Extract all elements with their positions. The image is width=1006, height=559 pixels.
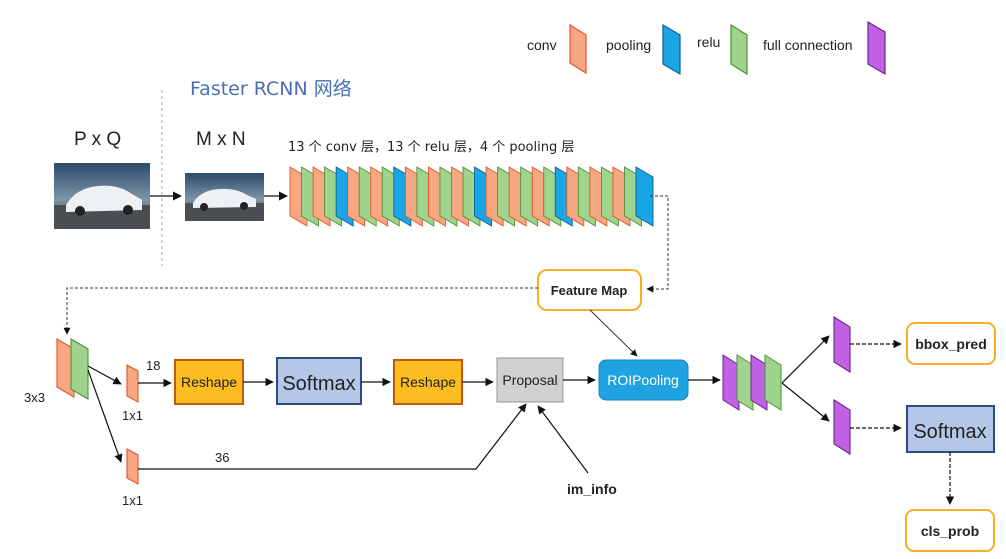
reshape-label-1: Reshape xyxy=(181,374,237,390)
rpn-conv-layer xyxy=(56,338,75,398)
feature-map-box xyxy=(537,269,642,311)
legend: conv pooling relu full connection xyxy=(527,20,886,76)
arrow-featuremap-roipool xyxy=(589,309,638,357)
rpn-conv-size: 3x3 xyxy=(24,390,45,405)
backbone-layers xyxy=(289,166,654,227)
arrow-head-bbox-fc xyxy=(781,335,830,384)
backbone-pooling-layer xyxy=(635,166,654,227)
proposal-box xyxy=(496,357,564,403)
reshape-label-2: Reshape xyxy=(400,374,456,390)
legend-fc-label: full connection xyxy=(763,37,853,53)
resized-size-label: M x N xyxy=(196,129,246,150)
input-size-label: P x Q xyxy=(74,129,121,150)
head-fc-layer xyxy=(750,354,768,411)
reshape-box-2 xyxy=(393,359,463,405)
arrow-backbone-featuremap xyxy=(646,195,669,293)
arrow-iminfo-proposal xyxy=(537,405,589,474)
head-fc-layer xyxy=(722,354,740,411)
rpn-reg-conv xyxy=(126,448,139,485)
cls-fc-layer xyxy=(833,399,851,455)
bbox-pred-box xyxy=(906,322,996,365)
diagram-title: Faster RCNN 网络 xyxy=(190,78,352,100)
feature-map-label: Feature Map xyxy=(551,283,628,298)
bbox-fc-layer xyxy=(833,316,851,373)
legend-pooling-label: pooling xyxy=(606,37,651,53)
rpn-cls-conv xyxy=(126,364,139,403)
cls-prob-label: cls_prob xyxy=(921,523,979,539)
reshape-box-1 xyxy=(174,359,244,405)
legend-conv-swatch xyxy=(569,23,587,75)
legend-relu-swatch xyxy=(730,23,748,76)
rpn-relu-layer xyxy=(70,338,89,400)
softmax-box-rpn xyxy=(276,357,362,405)
arrow-rpn-cls xyxy=(87,365,122,385)
rpn-cls-size: 1x1 xyxy=(122,408,143,423)
proposal-label: Proposal xyxy=(502,372,557,388)
bbox-pred-label: bbox_pred xyxy=(915,336,987,352)
arrow-rpn-reg xyxy=(87,369,123,463)
head-relu-layer xyxy=(764,354,782,411)
cls-prob-box xyxy=(905,509,995,552)
roi-pooling-label: ROIPooling xyxy=(607,372,679,388)
rpn-reg-channels: 36 xyxy=(215,450,229,465)
rpn-cls-channels: 18 xyxy=(146,358,160,373)
resized-image xyxy=(185,173,264,221)
legend-fc-swatch xyxy=(867,20,886,76)
softmax-label-out: Softmax xyxy=(913,421,986,443)
rpn-reg-size: 1x1 xyxy=(122,493,143,508)
legend-relu-label: relu xyxy=(697,34,720,50)
arrow-reg-proposal xyxy=(138,403,527,470)
im-info-label: im_info xyxy=(567,481,617,497)
legend-pooling-swatch xyxy=(662,23,681,76)
softmax-label-rpn: Softmax xyxy=(282,373,355,395)
backbone-caption: 13 个 conv 层，13 个 relu 层，4 个 pooling 层 xyxy=(288,140,574,155)
head-relu-layer xyxy=(736,354,754,411)
arrow-head-cls-fc xyxy=(781,382,830,422)
head-layers xyxy=(722,354,782,411)
arrow-featuremap-rpn xyxy=(63,287,538,335)
legend-conv-label: conv xyxy=(527,37,557,53)
input-image xyxy=(54,163,150,229)
